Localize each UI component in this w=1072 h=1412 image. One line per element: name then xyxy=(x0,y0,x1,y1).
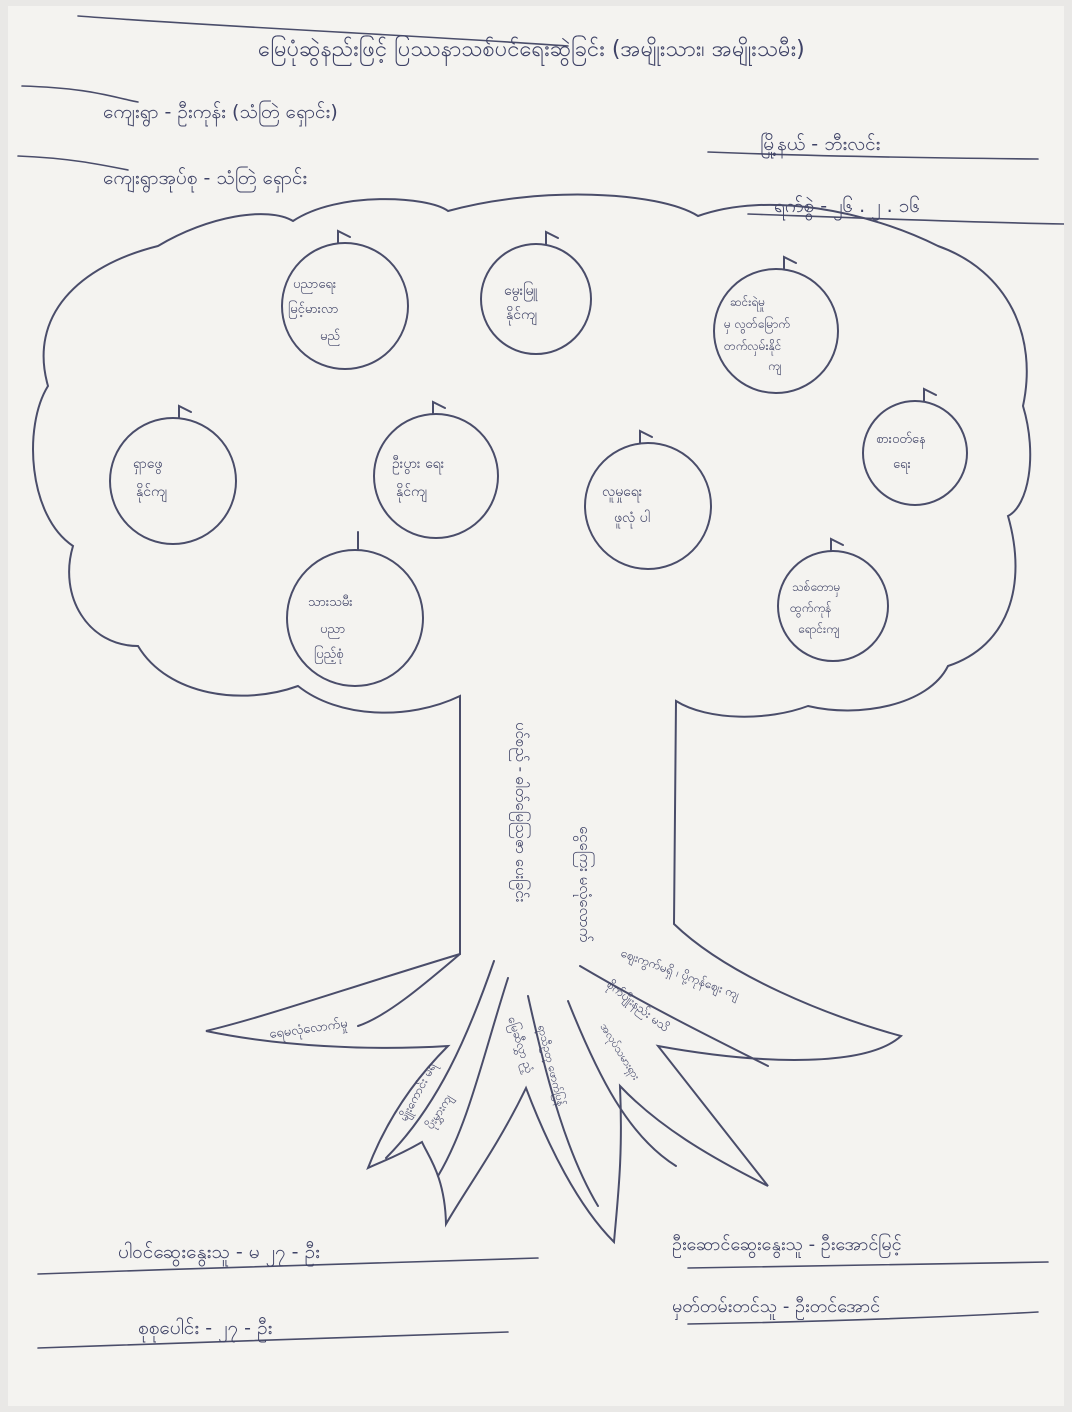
problem-tree-drawing: မြေပုံဆွဲနည်းဖြင့် ပြဿနာသစ်ပင်ရေးဆွဲခြင်… xyxy=(17,15,1064,1349)
recorder-label: မှတ်တမ်းတင်သူ - ဦးတင်အောင် xyxy=(672,1296,880,1320)
village-tract-label: ကျေးရွာအုပ်စု - သံတြဲ ရှောင်း xyxy=(103,165,307,193)
fruit-5-line-2: နိုင်ကျ xyxy=(136,484,167,502)
fruit-1-line-2: မြင့်မားလာ xyxy=(288,300,338,319)
fruit-1-line-1: ပညာရေး xyxy=(293,277,336,294)
fruit-8-line-1: သားသမီး xyxy=(308,594,353,610)
root-text-4: မြေဆီလွှာ ညံ့ xyxy=(502,1014,538,1076)
root-text-3: ပိုးမွှားကျ xyxy=(422,1091,458,1133)
fruit-8-line-2: ပညာ xyxy=(320,622,345,639)
root-text-1: ရေမလုံလောက်မှု xyxy=(268,1015,349,1044)
fruit-3-line-4: ကျ xyxy=(768,359,782,376)
fruit-9-line-2: ထွက်ကုန် xyxy=(790,600,831,618)
fruit-7-line-2: ဖူလုံ ပါ xyxy=(614,510,650,528)
page-title: မြေပုံဆွဲနည်းဖြင့် ပြဿနာသစ်ပင်ရေးဆွဲခြင်… xyxy=(258,35,805,67)
total-label: စုစုပေါင်း - ၂၇ - ဦး xyxy=(138,1316,272,1343)
fruit-4-line-1: စားဝတ်နေ xyxy=(876,431,926,449)
fruit-9-line-1: သစ်တောမှ xyxy=(792,579,840,597)
fruit-5: ရှာဖွေ နိုင်ကျ xyxy=(109,404,237,545)
fruit-5-line-1: ရှာဖွေ xyxy=(133,456,162,474)
fruit-7-line-1: လူမှုရေး xyxy=(602,484,643,502)
root-text-5: ရာသီဥတု ဖောက်ပြန် xyxy=(533,1023,569,1108)
date-label: ရက်စွဲ - ၂၆ . ၂ . ၁၆ xyxy=(774,194,920,221)
trunk-text-left: ပင်စည် - ဓါတ်မြေဩဇာ ပေးခြင်း xyxy=(509,722,531,903)
township-label: မြို့နယ် - ဘီးလင်း xyxy=(760,131,881,159)
header-underlines xyxy=(17,15,1064,225)
fruit-3: ဆင်းရဲမှု မှ လွတ်မြောက် တက်လှမ်းနိုင် ကျ xyxy=(713,255,839,394)
fruit-4: စားဝတ်နေ ရေး xyxy=(862,387,968,506)
fruit-9-line-3: ရောင်းကျ xyxy=(798,621,840,639)
fruit-2-line-2: နိုင်ကျ xyxy=(506,307,537,325)
fruit-3-line-3: တက်လှမ်းနိုင် xyxy=(724,338,781,356)
fruit-3-line-2: မှ လွတ်မြောက် xyxy=(724,315,790,334)
root-text-6: အလုပ်သမားရှား xyxy=(596,1021,643,1084)
fruit-6-line-2: နိုင်ကျ xyxy=(396,484,427,502)
fruit-8-line-3: ပြည့်စုံ xyxy=(314,645,343,664)
fruit-1: ပညာရေး မြင့်မားလာ မည် xyxy=(281,229,409,370)
fruit-2: မွေးမြူ နိုင်ကျ xyxy=(480,230,592,355)
fruit-8: သားသမီး ပညာ ပြည့်စုံ xyxy=(286,531,424,687)
facilitator-label: ဦးဆောင်ဆွေးနွေးသူ - ဦးအောင်မြင့် xyxy=(672,1233,902,1258)
village-label: ကျေးရွာ - ဦးကုန်း (သံတြဲ ရှောင်း) xyxy=(103,99,338,127)
trunk-text-right: ငွေကြေး မလုံလောက် xyxy=(573,826,595,942)
participants-label: ပါဝင်ဆွေးနွေးသူ - မ ၂၇ - ဦး xyxy=(118,1240,320,1267)
worksheet-page: မြေပုံဆွဲနည်းဖြင့် ပြဿနာသစ်ပင်ရေးဆွဲခြင်… xyxy=(8,6,1064,1406)
root-dividers xyxy=(357,953,769,1207)
fruit-9: သစ်တောမှ ထွက်ကုန် ရောင်းကျ xyxy=(777,537,889,662)
fruit-6-line-1: ဦးပွား ရေး xyxy=(392,456,445,474)
fruit-1-line-3: မည် xyxy=(320,328,340,346)
fruit-7: လူမှုရေး ဖူလုံ ပါ xyxy=(584,429,712,570)
footer-underlines xyxy=(37,1257,1049,1349)
fruit-2-line-1: မွေးမြူ xyxy=(504,282,538,301)
fruit-6: ဦးပွား ရေး နိုင်ကျ xyxy=(373,400,499,539)
fruit-3-line-1: ဆင်းရဲမှု xyxy=(730,294,765,312)
fruit-4-line-2: ရေး xyxy=(893,457,911,474)
tree-outline xyxy=(32,193,1032,1245)
